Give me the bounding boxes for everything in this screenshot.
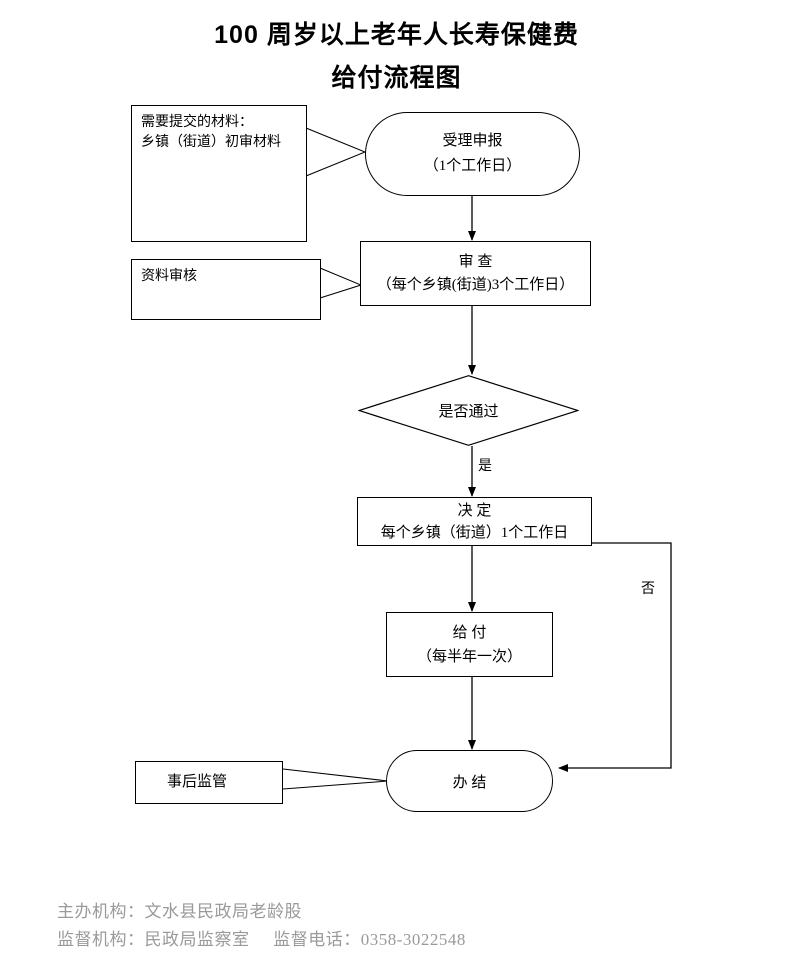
node-decision-result[interactable]: 决 定 每个乡镇（街道）1个工作日 — [357, 497, 592, 546]
node-payment-line-1: 给 付 — [452, 624, 487, 641]
edge-label-yes: 是 — [478, 459, 492, 474]
edge-label-no: 否 — [641, 582, 655, 597]
title-line-1: 100 周岁以上老年人长寿保健费 — [214, 21, 579, 49]
footer-organizer: 主办机构：文水县民政局老龄股 — [57, 902, 302, 921]
footer: 主办机构：文水县民政局老龄股 监督机构：民政局监察室 监督电话：0358-302… — [57, 898, 466, 954]
edge-decide-done-no — [558, 542, 672, 772]
node-accept-line-1: 受理申报 — [442, 133, 503, 149]
node-payment[interactable]: 给 付 （每半年一次） — [386, 612, 553, 677]
node-decide-line-2: 每个乡镇（街道）1个工作日 — [380, 524, 569, 541]
footer-supervisor: 监督机构：民政局监察室 监督电话：0358-3022548 — [57, 930, 466, 949]
node-completed-label: 办 结 — [452, 774, 487, 791]
callout-data-audit: 资料审核 — [131, 259, 321, 320]
callout-materials: 需要提交的材料： 乡镇（街道）初审材料 — [131, 105, 307, 242]
node-accept-line-2: （1个工作日） — [423, 158, 522, 174]
node-payment-line-2: （每半年一次） — [416, 648, 522, 665]
callout-post-supervision: 事后监管 — [135, 761, 283, 804]
node-review-line-2: （每个乡镇(街道)3个工作日） — [376, 276, 575, 293]
callout-tail-materials — [305, 127, 367, 177]
node-decide-line-1: 决 定 — [457, 502, 492, 519]
node-review-line-1: 审 查 — [458, 253, 493, 270]
node-accept-application[interactable]: 受理申报 （1个工作日） — [365, 112, 580, 196]
decision-diamond-shape — [358, 375, 579, 446]
node-decision-passed[interactable]: 是否通过 — [358, 375, 579, 446]
callout-materials-text: 需要提交的材料： 乡镇（街道）初审材料 — [141, 115, 281, 151]
page-title: 100 周岁以上老年人长寿保健费 给付流程图 — [0, 14, 793, 100]
node-decision-label: 是否通过 — [438, 404, 499, 420]
node-completed[interactable]: 办 结 — [386, 750, 553, 812]
callout-tail-post-supervision — [282, 768, 389, 790]
title-line-2: 给付流程图 — [331, 64, 462, 92]
callout-post-supervision-text: 事后监管 — [167, 774, 228, 790]
node-review[interactable]: 审 查 （每个乡镇(街道)3个工作日） — [360, 241, 591, 306]
callout-tail-data-audit — [319, 267, 363, 299]
callout-data-audit-text: 资料审核 — [141, 269, 197, 284]
